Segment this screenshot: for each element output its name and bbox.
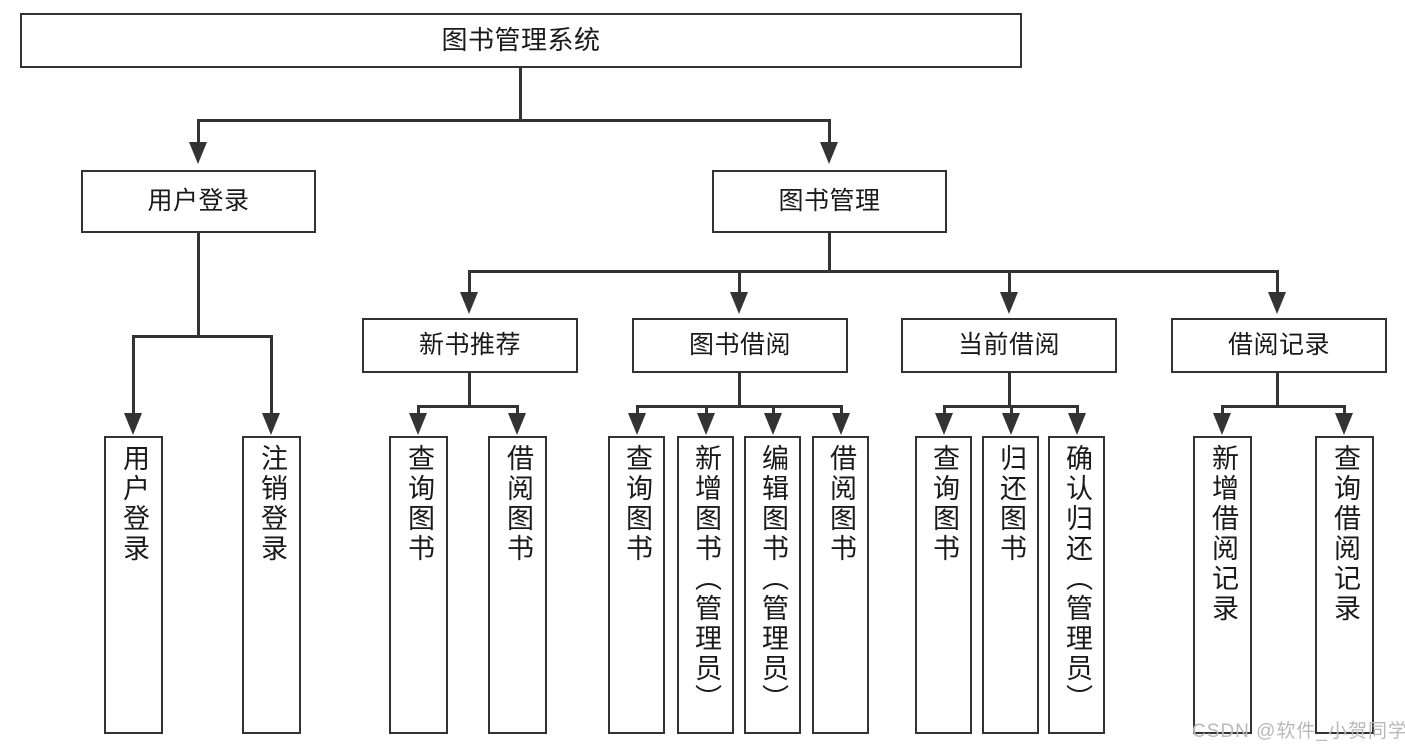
node-new-book-recommend-label: 新书推荐 (418, 330, 521, 359)
arrowhead-leaf-edit-book (764, 413, 782, 435)
node-leaf-logout-login[interactable]: 注销登录 (242, 436, 301, 734)
node-leaf-logout-login-label: 注销登录 (257, 444, 287, 564)
node-leaf-query-book-3-label: 查询图书 (929, 444, 959, 564)
node-current-borrow[interactable]: 当前借阅 (901, 318, 1117, 373)
node-leaf-user-login[interactable]: 用户登录 (104, 436, 163, 734)
edge-to-user-login (197, 119, 200, 143)
edge-user-login-stem (197, 233, 200, 336)
edge-current-borrow-c1 (943, 405, 946, 415)
node-new-book-recommend[interactable]: 新书推荐 (362, 318, 578, 373)
node-leaf-query-record-label: 查询借阅记录 (1330, 444, 1360, 624)
edge-to-current-borrow (1008, 270, 1011, 293)
node-leaf-query-book-3[interactable]: 查询图书 (915, 436, 972, 734)
node-leaf-query-book-2[interactable]: 查询图书 (608, 436, 665, 734)
arrowhead-borrow-record (1268, 292, 1286, 314)
node-leaf-return-book[interactable]: 归还图书 (982, 436, 1039, 734)
edge-book-borrow-stem (738, 373, 741, 407)
edge-level2-bus (197, 119, 831, 122)
edge-user-login-left (132, 335, 135, 414)
edge-current-borrow-c2 (1010, 405, 1013, 415)
node-root-label: 图书管理系统 (441, 25, 601, 56)
node-leaf-user-login-label: 用户登录 (119, 444, 149, 564)
node-leaf-edit-book-label: 编辑图书（管理员） (758, 444, 788, 714)
edge-borrow-record-c1 (1221, 405, 1224, 415)
edge-to-borrow-record (1276, 270, 1279, 293)
edge-user-login-right (270, 335, 273, 414)
edge-new-book-bus (417, 405, 519, 408)
node-leaf-add-book[interactable]: 新增图书（管理员） (677, 436, 734, 734)
node-leaf-query-book-1[interactable]: 查询图书 (389, 436, 448, 734)
arrowhead-new-book-recommend (460, 292, 478, 314)
edge-user-login-bus (132, 335, 270, 338)
node-borrow-record-label: 借阅记录 (1227, 330, 1330, 359)
node-root[interactable]: 图书管理系统 (20, 13, 1022, 68)
arrowhead-leaf-logout-login (262, 413, 280, 435)
node-user-login-label: 用户登录 (147, 186, 250, 215)
arrowhead-leaf-confirm-return (1068, 413, 1086, 435)
node-leaf-query-book-1-label: 查询图书 (404, 444, 434, 564)
edge-borrow-record-stem (1276, 373, 1279, 407)
node-leaf-borrow-book-2[interactable]: 借阅图书 (812, 436, 869, 734)
node-leaf-query-book-2-label: 查询图书 (622, 444, 652, 564)
node-leaf-return-book-label: 归还图书 (996, 444, 1026, 564)
edge-to-book-manage (828, 119, 831, 143)
arrowhead-leaf-add-book (697, 413, 715, 435)
node-leaf-confirm-return[interactable]: 确认归还（管理员） (1048, 436, 1105, 734)
node-user-login[interactable]: 用户登录 (81, 170, 316, 233)
node-leaf-confirm-return-label: 确认归还（管理员） (1062, 444, 1092, 714)
arrowhead-book-manage (820, 142, 838, 164)
node-leaf-borrow-book-1[interactable]: 借阅图书 (488, 436, 547, 734)
node-book-borrow[interactable]: 图书借阅 (632, 318, 848, 373)
edge-book-borrow-c1 (636, 405, 639, 415)
edge-new-book-c1 (417, 405, 420, 415)
edge-borrow-record-c2 (1343, 405, 1346, 415)
arrowhead-leaf-query-book-1 (409, 413, 427, 435)
arrowhead-leaf-query-book-2 (628, 413, 646, 435)
node-current-borrow-label: 当前借阅 (957, 330, 1060, 359)
node-leaf-borrow-book-2-label: 借阅图书 (826, 444, 856, 564)
edge-to-new-book (468, 270, 471, 293)
edge-book-manage-stem (828, 233, 831, 271)
node-leaf-edit-book[interactable]: 编辑图书（管理员） (744, 436, 801, 734)
edge-borrow-record-bus (1221, 405, 1344, 408)
node-borrow-record[interactable]: 借阅记录 (1171, 318, 1387, 373)
edge-root-stem (519, 68, 522, 120)
arrowhead-current-borrow (1000, 292, 1018, 314)
arrowhead-book-borrow (730, 292, 748, 314)
edge-new-book-stem (468, 373, 471, 407)
arrowhead-leaf-borrow-book-1 (508, 413, 526, 435)
node-leaf-add-record-label: 新增借阅记录 (1208, 444, 1238, 624)
edge-current-borrow-c3 (1076, 405, 1079, 415)
node-book-manage-label: 图书管理 (778, 186, 881, 215)
arrowhead-user-login (189, 142, 207, 164)
arrowhead-leaf-query-book-3 (935, 413, 953, 435)
edge-new-book-c2 (516, 405, 519, 415)
node-book-borrow-label: 图书借阅 (688, 330, 791, 359)
node-leaf-borrow-book-1-label: 借阅图书 (503, 444, 533, 564)
node-book-manage[interactable]: 图书管理 (712, 170, 947, 233)
arrowhead-leaf-borrow-book-2 (832, 413, 850, 435)
edge-book-borrow-c4 (840, 405, 843, 415)
arrowhead-leaf-return-book (1002, 413, 1020, 435)
arrowhead-leaf-add-record (1213, 413, 1231, 435)
node-leaf-add-record[interactable]: 新增借阅记录 (1193, 436, 1252, 734)
node-leaf-query-record[interactable]: 查询借阅记录 (1315, 436, 1374, 734)
node-leaf-add-book-label: 新增图书（管理员） (691, 444, 721, 714)
watermark: CSDN @软件_小贺同学 (1192, 721, 1405, 742)
arrowhead-leaf-user-login (124, 413, 142, 435)
edge-current-borrow-stem (1008, 373, 1011, 407)
edge-to-book-borrow (738, 270, 741, 293)
edge-book-borrow-c2 (705, 405, 708, 415)
edge-book-borrow-bus (636, 405, 842, 408)
edge-book-borrow-c3 (772, 405, 775, 415)
arrowhead-leaf-query-record (1335, 413, 1353, 435)
edge-level3-bus (468, 270, 1279, 273)
